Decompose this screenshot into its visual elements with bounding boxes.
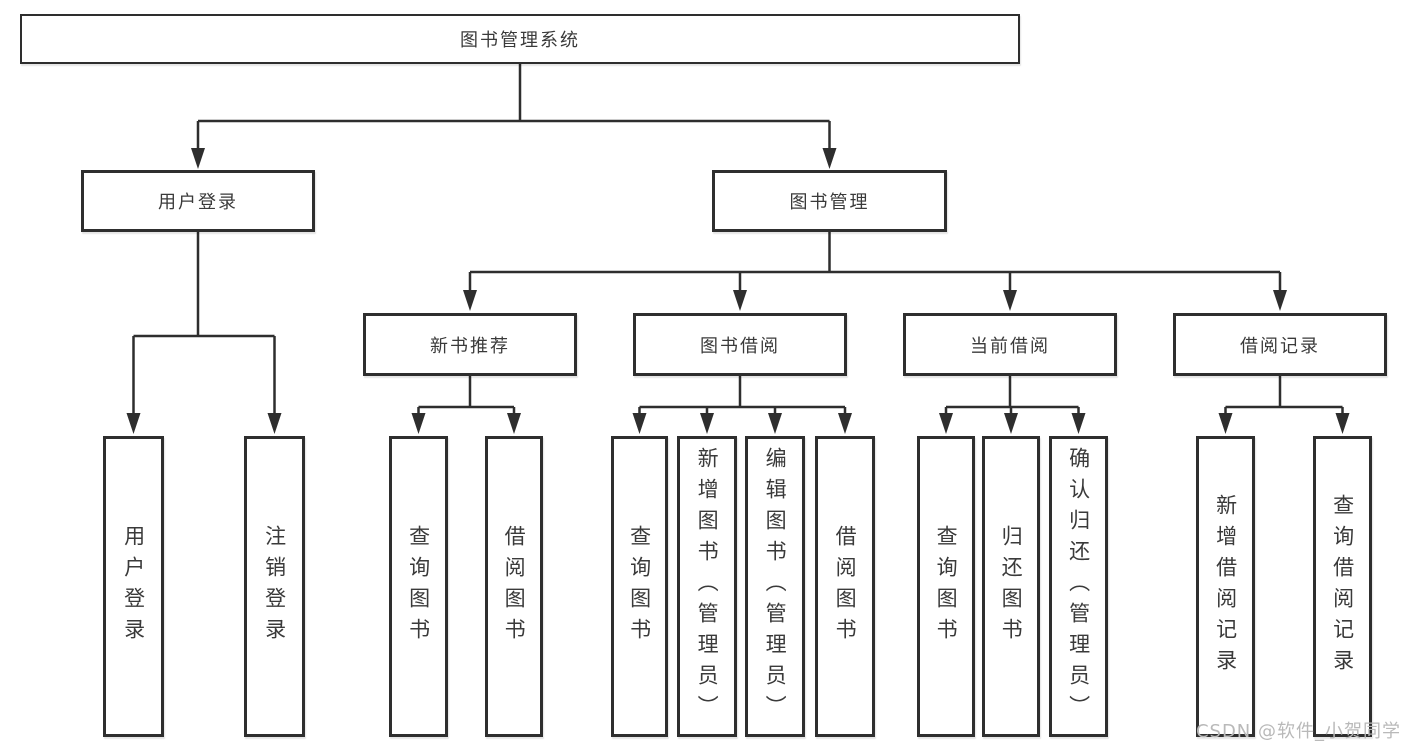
leaf-query-borrow-record: 查询借阅记录 [1313,436,1372,737]
node-label: 借阅记录 [1240,335,1320,357]
leaf-query-books-current: 查询图书 [917,436,975,737]
node-book-borrowing: 图书借阅 [633,313,847,376]
leaf-label: 查询借阅记录 [1330,493,1355,680]
leaf-label: 新增图书（管理员） [695,447,720,726]
node-library-management-system: 图书管理系统 [20,14,1020,64]
leaf-label: 借阅图书 [833,524,858,649]
leaf-label: 新增借阅记录 [1213,493,1238,680]
leaf-logout: 注销登录 [244,436,305,737]
leaf-confirm-return-admin: 确认归还（管理员） [1049,436,1108,737]
node-label: 新书推荐 [430,335,510,357]
node-label: 用户登录 [158,192,238,213]
leaf-query-books-borrow: 查询图书 [611,436,668,737]
leaf-label: 查询图书 [934,524,959,649]
leaf-label: 查询图书 [627,524,652,649]
arrowheads [126,148,1350,434]
node-label: 当前借阅 [970,335,1050,357]
leaf-label: 查询图书 [406,524,431,649]
node-book-management: 图书管理 [712,170,947,232]
node-new-book-recommendation: 新书推荐 [363,313,577,376]
leaf-borrow-books: 借阅图书 [815,436,875,737]
leaf-edit-books-admin: 编辑图书（管理员） [745,436,805,737]
leaf-label: 用户登录 [121,524,146,649]
leaf-return-books: 归还图书 [982,436,1040,737]
node-label: 图书借阅 [700,335,780,357]
leaf-user-login: 用户登录 [103,436,164,737]
leaf-borrow-books-recommend: 借阅图书 [485,436,543,737]
leaf-add-books-admin: 新增图书（管理员） [677,436,737,737]
node-current-borrowing: 当前借阅 [903,313,1117,376]
node-label: 图书管理 [789,192,870,213]
leaf-label: 确认归还（管理员） [1066,447,1091,726]
leaf-label: 注销登录 [262,524,287,649]
leaf-label: 借阅图书 [502,524,527,649]
leaf-label: 编辑图书（管理员） [763,447,788,726]
leaf-query-books-recommend: 查询图书 [389,436,448,737]
node-label: 图书管理系统 [460,30,580,51]
leaf-add-borrow-record: 新增借阅记录 [1196,436,1255,737]
connector-paths [132,64,1344,416]
leaf-label: 归还图书 [999,524,1024,649]
node-user-login: 用户登录 [81,170,315,232]
node-borrow-records: 借阅记录 [1173,313,1387,376]
